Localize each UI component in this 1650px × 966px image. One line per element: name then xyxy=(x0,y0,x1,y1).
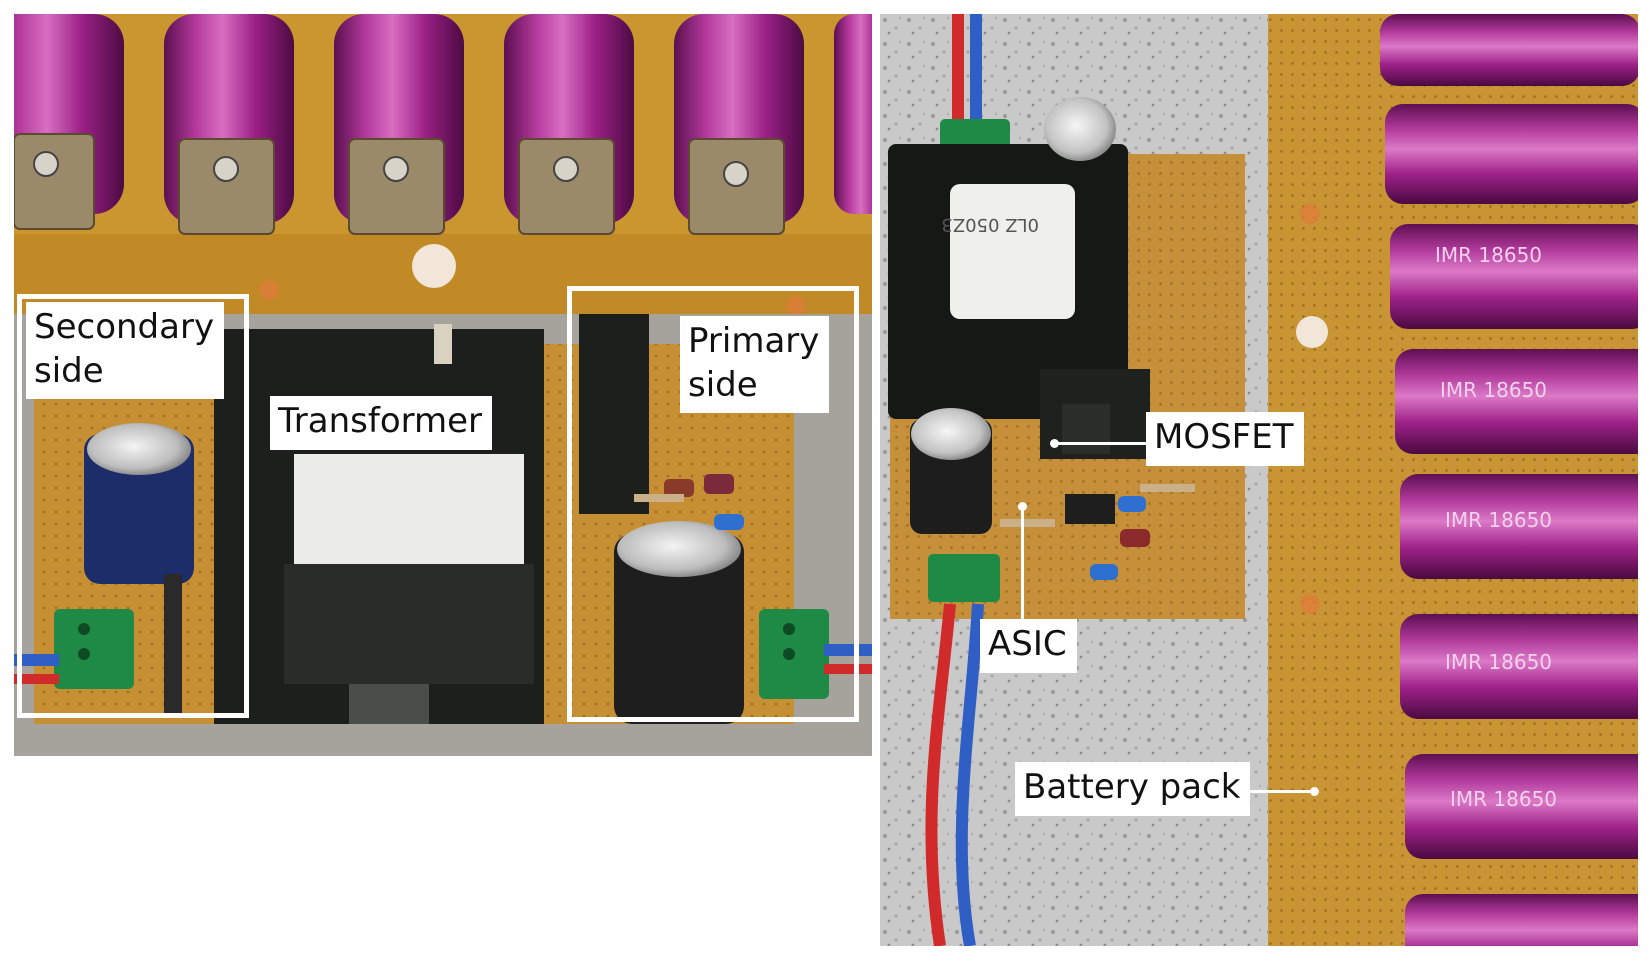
right-photo-board-and-battery-pack: IMR 18650 IMR 18650 IMR 18650 IMR 18650 … xyxy=(880,14,1638,946)
cell-text-5: IMR 18650 xyxy=(1450,787,1557,811)
transformer-top-view: 0LZ 050Z3 xyxy=(888,144,1128,419)
transformer-label: Transformer xyxy=(270,396,493,450)
transformer-body xyxy=(214,324,544,724)
battery-leader-line xyxy=(1205,790,1315,793)
asic-leader-line xyxy=(1021,507,1024,619)
primary-side-label: Primary side xyxy=(680,316,830,414)
secondary-side-frame xyxy=(17,294,249,718)
cell-text-2: IMR 18650 xyxy=(1440,378,1547,402)
mosfet-leader-dot xyxy=(1050,439,1059,448)
secondary-components xyxy=(14,423,194,714)
asic-leader-dot xyxy=(1018,502,1027,511)
terminal-bottom xyxy=(928,554,1000,602)
wires xyxy=(925,14,984,946)
primary-components xyxy=(579,314,872,724)
transformer-print: 0LZ 050Z3 xyxy=(941,214,1039,235)
battery-cells-right xyxy=(1380,14,1638,946)
primary-side-frame xyxy=(567,286,859,722)
asic-label: ASIC xyxy=(980,619,1077,673)
battery-pack-label: Battery pack xyxy=(1015,762,1251,816)
left-photo-converter-board: Secondary side Transformer Primary side xyxy=(14,14,872,756)
asic-chip xyxy=(1065,494,1115,524)
mosfet-leader-line xyxy=(1055,442,1150,445)
capacitor-top xyxy=(1044,97,1116,161)
cell-text-3: IMR 18650 xyxy=(1445,508,1552,532)
battery-leader-dot xyxy=(1310,787,1319,796)
mosfet-label: MOSFET xyxy=(1146,412,1304,466)
cell-text-1: IMR 18650 xyxy=(1435,243,1542,267)
cell-text-4: IMR 18650 xyxy=(1445,650,1552,674)
secondary-side-label: Secondary side xyxy=(26,302,225,400)
